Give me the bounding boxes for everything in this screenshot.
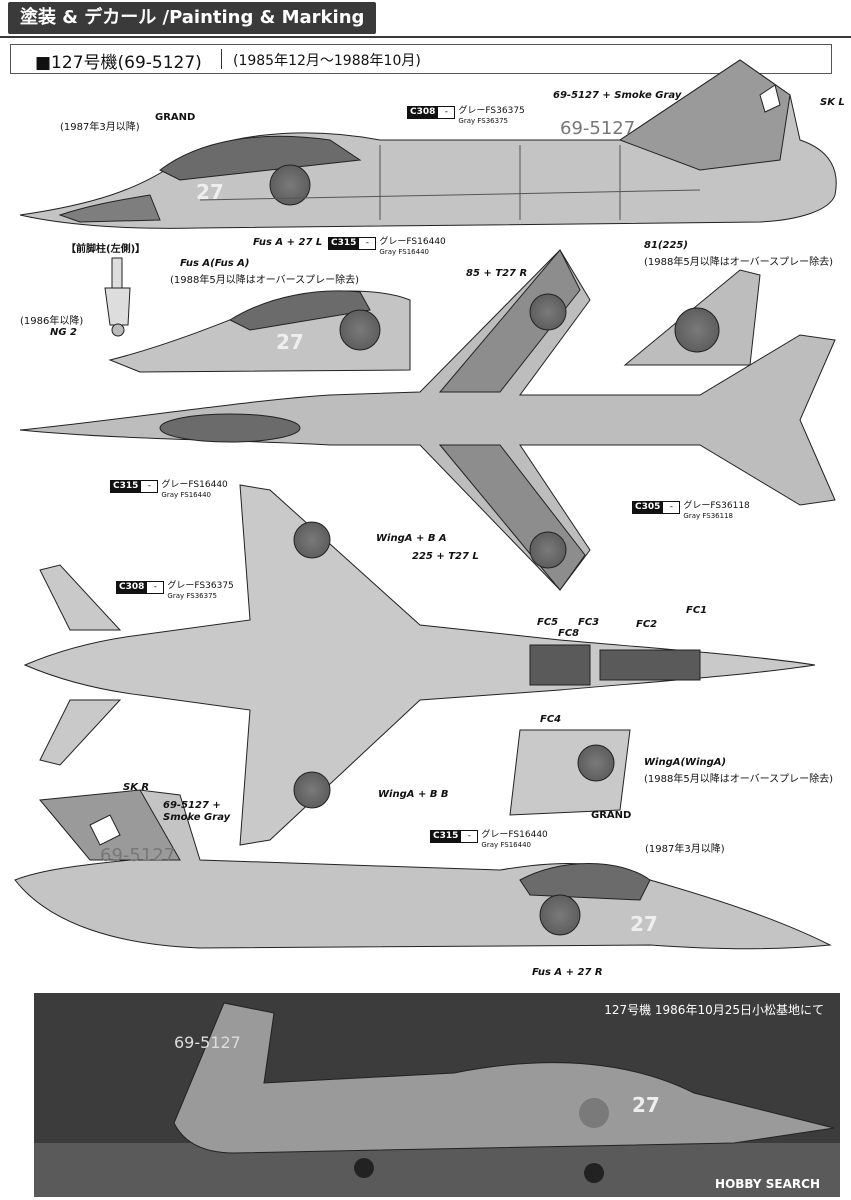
watermark: HOBBY SEARCH	[715, 1177, 820, 1191]
photo-tail-number: 69-5127	[174, 1033, 241, 1052]
color-name-en: Gray FS16440	[161, 491, 211, 499]
color-name-en: Gray FS36375	[458, 117, 508, 125]
color-dash: -	[437, 106, 456, 119]
color-code: C315	[328, 237, 360, 250]
smoke-gray-left-label: 69-5127 + Smoke Gray	[553, 90, 682, 101]
color-code: C308	[116, 581, 148, 594]
wing-paren-label: WingA(WingA)	[644, 757, 727, 768]
fus-a-27r-label: Fus A + 27 R	[532, 967, 603, 978]
front-gear-title: 【前脚柱(左側)】	[66, 244, 146, 255]
color-name: グレーFS16440	[481, 830, 548, 840]
smoke-gray-right-1: 69-5127 +	[163, 800, 221, 811]
wing-detail-top	[623, 269, 761, 366]
nose-gear-detail	[104, 257, 131, 337]
color-name: グレーFS16440	[379, 237, 446, 247]
header-divider	[0, 36, 851, 38]
service-period: (1985年12月〜1988年10月)	[233, 53, 421, 69]
fc3-label: FC3	[578, 617, 600, 628]
n81-label: 81(225)	[644, 240, 688, 251]
profile-right-view	[14, 789, 832, 950]
color-dash: -	[146, 581, 165, 594]
color-name-en: Gray FS16440	[379, 248, 429, 256]
fc8-label: FC8	[558, 628, 580, 639]
subheader-separator	[221, 49, 222, 69]
color-name: グレーFS36375	[167, 581, 234, 591]
aircraft-drawings	[14, 59, 837, 950]
color-dash: -	[358, 237, 377, 250]
grand-text-right: GRAND	[591, 810, 632, 821]
profile-left-view	[19, 59, 837, 229]
wing-note: (1988年5月以降はオーバースプレー除去)	[644, 774, 834, 785]
color-dash: -	[662, 501, 681, 514]
wing-detail-bottom	[509, 729, 631, 816]
color-code: C315	[110, 480, 142, 493]
fus-a-note: (1988年5月以降はオーバースプレー除去)	[170, 275, 360, 286]
sk-l-label: SK L	[820, 97, 845, 108]
aircraft-subheader: ■127号機(69-5127) (1985年12月〜1988年10月)	[10, 44, 832, 74]
wing-bb-label: WingA + B B	[378, 789, 449, 800]
photo-nose-number: 27	[632, 1093, 660, 1117]
aircraft-title: ■127号機(69-5127)	[35, 53, 202, 73]
fus-a-27l-label: Fus A + 27 L	[253, 237, 323, 248]
fus-a-detail	[108, 290, 411, 373]
plan-top-view	[19, 249, 836, 591]
tail-number-left: 69-5127	[560, 118, 636, 139]
color-name: グレーFS36375	[458, 106, 525, 116]
t27r-label: 85 + T27 R	[466, 268, 528, 279]
smoke-gray-right-2: Smoke Gray	[163, 812, 231, 823]
photo-caption: 127号機 1986年10月25日小松基地にて	[604, 1003, 824, 1017]
fc4-label: FC4	[540, 714, 562, 725]
grand-text: GRAND	[155, 112, 196, 123]
color-dash: -	[460, 830, 479, 843]
front-gear-date: (1986年以降)	[20, 316, 84, 327]
fc1-label: FC1	[686, 605, 708, 616]
color-name: グレーFS16440	[161, 480, 228, 490]
t27l-label: 225 + T27 L	[412, 551, 479, 562]
color-code: C308	[407, 106, 439, 119]
wing-ba-label: WingA + B A	[376, 533, 447, 544]
grand-date-right-label: (1987年3月以降)	[645, 844, 725, 855]
plan-bottom-view	[23, 484, 816, 846]
color-name-en: Gray FS36375	[167, 592, 217, 600]
sk-r-label: SK R	[123, 782, 150, 793]
photo-silhouette	[34, 993, 840, 1197]
color-name-en: Gray FS36118	[683, 512, 733, 520]
page-title: 塗装 & デカール /Painting & Marking	[8, 2, 377, 34]
reference-photo: 127号機 1986年10月25日小松基地にて 69-5127 27 HOBBY…	[34, 993, 840, 1197]
color-name-en: Gray FS16440	[481, 841, 531, 849]
n81-note: (1988年5月以降はオーバースプレー除去)	[644, 257, 834, 268]
fus-a-paren-label: Fus A(Fus A)	[180, 258, 250, 269]
color-dash: -	[140, 480, 159, 493]
fc5-label: FC5	[537, 617, 559, 628]
color-name: グレーFS36118	[683, 501, 750, 511]
nose-number-right: 27	[630, 912, 658, 936]
tail-number-right: 69-5127	[100, 845, 176, 866]
fc2-label: FC2	[636, 619, 658, 630]
nose-number-left: 27	[196, 180, 224, 204]
header-bar: 塗装 & デカール /Painting & Marking	[0, 0, 851, 40]
ng2-label: NG 2	[50, 327, 78, 338]
nose-number-detail: 27	[276, 330, 304, 354]
grand-date-label: (1987年3月以降)	[60, 122, 140, 133]
color-code: C315	[430, 830, 462, 843]
color-code: C305	[632, 501, 664, 514]
